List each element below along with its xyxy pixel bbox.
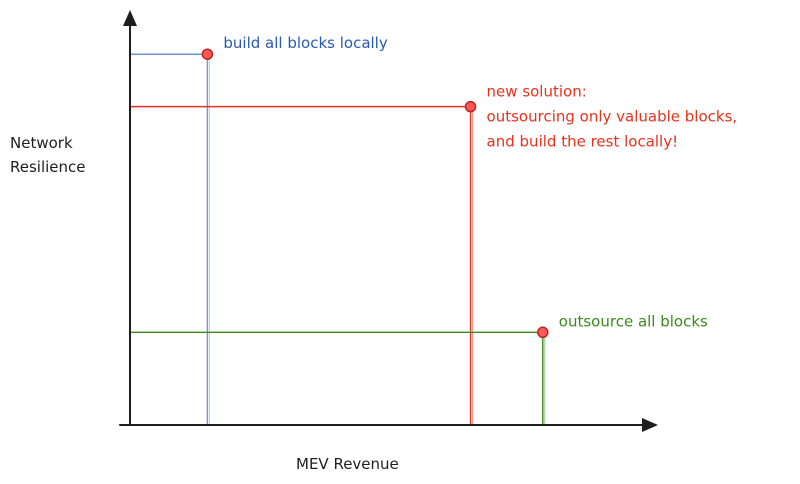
data-point-0 bbox=[201, 48, 214, 60]
data-point-2 bbox=[537, 326, 549, 339]
data-point-1 bbox=[464, 100, 477, 113]
axes bbox=[119, 10, 658, 432]
y-axis-arrowhead bbox=[123, 10, 137, 26]
y-axis-label-line-1: Network bbox=[10, 134, 73, 152]
data-label-0-line-0: build all blocks locally bbox=[223, 34, 387, 52]
data-points bbox=[201, 48, 549, 339]
x-axis-arrowhead bbox=[642, 418, 658, 432]
x-axis-label: MEV Revenue bbox=[296, 455, 399, 473]
data-label-1-line-2: and build the rest locally! bbox=[487, 133, 679, 151]
data-label-1-line-1: outsourcing only valuable blocks, bbox=[487, 108, 738, 126]
y-axis-label-line-2: Resilience bbox=[10, 158, 86, 176]
data-label-1-line-0: new solution: bbox=[487, 83, 587, 101]
data-label-2-line-0: outsource all blocks bbox=[559, 312, 708, 330]
data-labels: build all blocks locally new solution: out… bbox=[223, 34, 737, 330]
guide-lines bbox=[129, 53, 546, 426]
